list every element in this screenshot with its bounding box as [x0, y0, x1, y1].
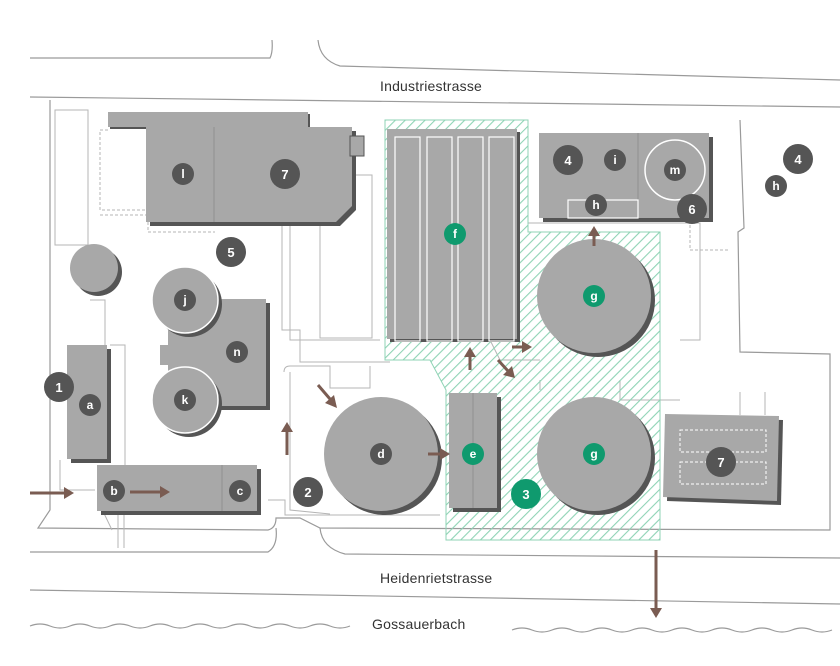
unit-badges: a b c d e f g g h h i j k l m n [79, 149, 787, 502]
unit-label-a: a [87, 398, 94, 412]
unit-badge-h-east [765, 175, 787, 197]
unit-label-n: n [233, 345, 240, 359]
zone-label-6: 6 [688, 202, 695, 217]
unit-label-f: f [453, 227, 458, 241]
zone-badge-7 [270, 159, 300, 189]
unit-label-g-south: g [590, 447, 597, 461]
unit-badge-m [664, 159, 686, 181]
zone-label-4: 4 [564, 153, 572, 168]
street-label-heidenrietstrasse: Heidenrietstrasse [380, 570, 492, 586]
unit-label-d: d [377, 447, 384, 461]
site-boundary [36, 100, 831, 531]
flow-arrows [30, 226, 662, 618]
unit-label-l: l [181, 167, 184, 181]
zone-badge-1 [44, 372, 74, 402]
unit-badge-n [226, 341, 248, 363]
unit-label-k: k [182, 393, 189, 407]
creek-label-gossauerbach: Gossauerbach [372, 616, 465, 632]
unit-label-g-north: g [590, 289, 597, 303]
unit-badge-g-south [583, 443, 605, 465]
unit-badge-a [79, 394, 101, 416]
unit-label-j: j [182, 293, 186, 307]
unit-label-c: c [237, 484, 244, 498]
zone-label-4-east: 4 [794, 152, 802, 167]
unit-label-b: b [110, 484, 117, 498]
unit-label-m: m [670, 163, 681, 177]
unit-label-e: e [470, 447, 477, 461]
zone-badge-4-east [783, 144, 813, 174]
zone-badge-5 [216, 237, 246, 267]
zone-label-5: 5 [227, 245, 234, 260]
zone-badge-2 [293, 477, 323, 507]
unit-badge-d [370, 443, 392, 465]
zone-label-7: 7 [281, 167, 288, 182]
unit-badge-j [174, 289, 196, 311]
zone-label-7-east: 7 [717, 455, 724, 470]
zone-label-2: 2 [304, 485, 311, 500]
zone-badges: 1 2 3 4 4 5 6 7 7 [44, 144, 813, 509]
unit-label-i: i [613, 153, 616, 167]
unit-badge-k [174, 389, 196, 411]
zone-label-3: 3 [522, 487, 529, 502]
unit-label-h: h [592, 198, 599, 212]
street-label-industriestrasse: Industriestrasse [380, 78, 482, 94]
unit-badge-i [604, 149, 626, 171]
unit-badge-b [103, 480, 125, 502]
unit-badge-g-north [583, 285, 605, 307]
zone-badge-3 [511, 479, 541, 509]
unit-badge-l [172, 163, 194, 185]
zone-label-1: 1 [55, 380, 62, 395]
unit-badge-h [585, 194, 607, 216]
zone-badge-6 [677, 194, 707, 224]
zone-badge-4 [553, 145, 583, 175]
creek-line [29, 623, 833, 633]
unit-badge-f [444, 223, 466, 245]
unit-badge-c [229, 480, 251, 502]
unit-label-h-east: h [772, 179, 779, 193]
roads [29, 39, 840, 605]
unit-badge-e [462, 443, 484, 465]
zone-badge-7-east [706, 447, 736, 477]
